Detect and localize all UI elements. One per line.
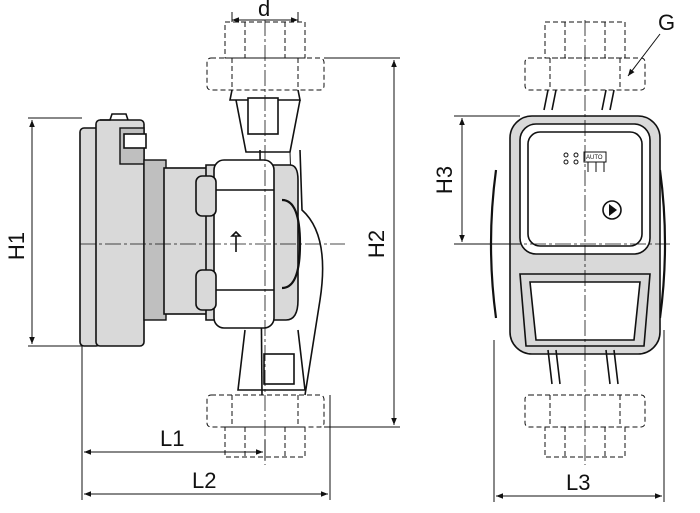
- front-view: AUTO: [480, 20, 670, 465]
- bottom-flange-side: [206, 329, 325, 458]
- dimension-h1: H1: [4, 117, 82, 347]
- led-icon-4: [573, 159, 579, 165]
- label-h2: H2: [364, 230, 389, 258]
- dimension-h3: H3: [432, 115, 520, 245]
- label-h3: H3: [432, 166, 457, 194]
- dimension-d: d: [231, 0, 299, 23]
- led-icon-2: [563, 159, 569, 165]
- label-l1: L1: [160, 426, 184, 451]
- dimension-l1: L1: [81, 346, 266, 500]
- led-icon-3: [573, 152, 579, 158]
- led-icon-1: [563, 152, 569, 158]
- label-d: d: [258, 0, 270, 21]
- mode-button-icon: [602, 200, 622, 220]
- side-view: [79, 20, 345, 465]
- dimension-l3: L3: [493, 330, 665, 502]
- top-flange-side: [229, 89, 301, 153]
- play-icon: [609, 204, 617, 216]
- label-g: G: [658, 10, 675, 35]
- control-box-front: AUTO: [489, 115, 667, 355]
- dimension-l2: L2: [84, 395, 331, 500]
- control-box-side: [79, 113, 147, 347]
- label-h1: H1: [4, 232, 29, 260]
- dimension-h2: H2: [324, 57, 400, 428]
- label-auto: AUTO: [586, 155, 603, 161]
- mode-display: [583, 151, 607, 163]
- label-l3: L3: [566, 470, 590, 495]
- dimension-g: G: [627, 10, 675, 77]
- top-union-nut-side: [206, 21, 325, 91]
- label-l2: L2: [192, 468, 216, 493]
